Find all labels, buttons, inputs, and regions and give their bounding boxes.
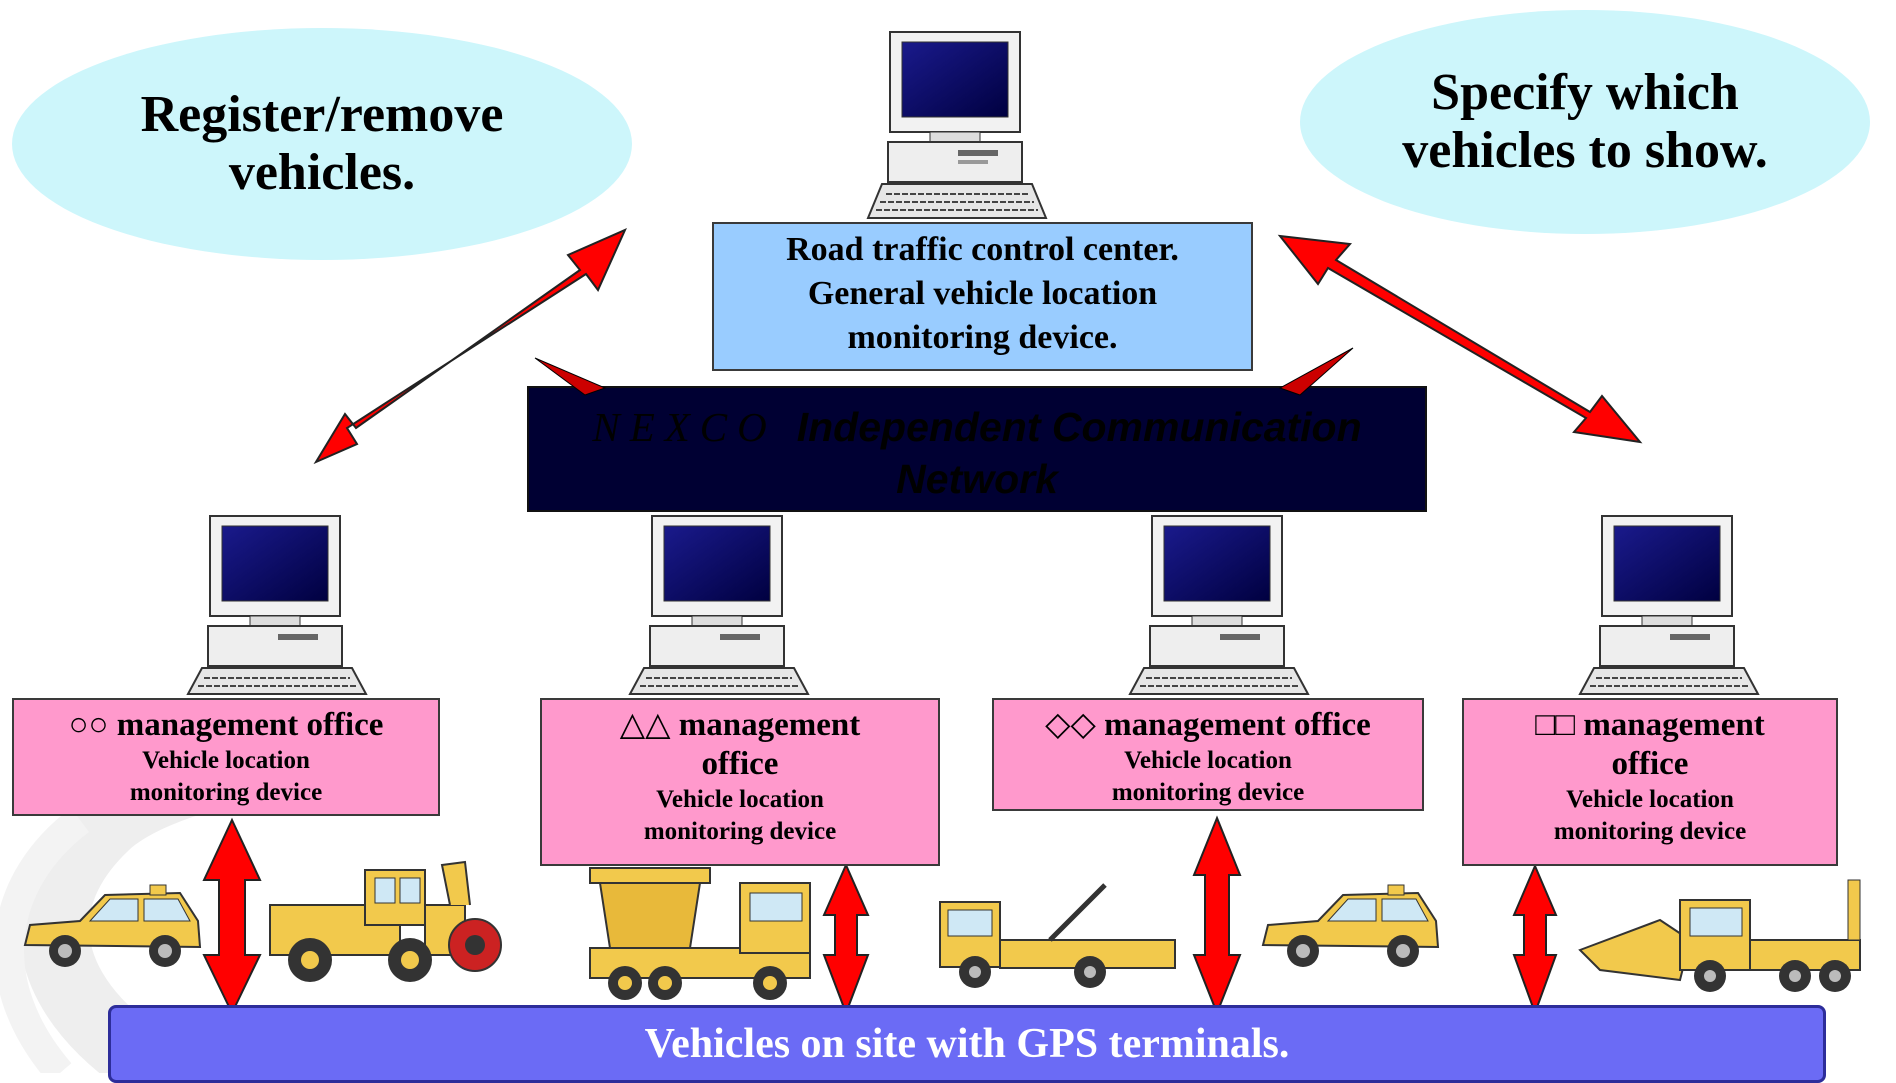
road-traffic-control-center-box: Road traffic control center. General veh… — [712, 222, 1253, 371]
center-line2: General vehicle location — [807, 275, 1158, 313]
gps-vehicles-bar: Vehicles on site with GPS terminals. — [108, 1005, 1826, 1083]
spreader-truck-icon — [589, 867, 811, 1000]
office-title: ◇◇ management office — [1045, 707, 1371, 743]
specify-vehicles-bubble: Specify which vehicles to show. — [1300, 10, 1870, 234]
tow-truck-icon — [939, 883, 1176, 988]
office-subtitle: Vehicle location monitoring device — [643, 785, 837, 846]
office-box-squares: □□ management office Vehicle location mo… — [1462, 698, 1838, 866]
computer-icon — [1578, 515, 1760, 695]
office4-vertical-arrow — [1512, 863, 1558, 1016]
nexco-network-bar: NEXCO Independent Communication Network — [527, 386, 1427, 512]
snow-blower-icon — [269, 860, 502, 982]
computer-icon — [1128, 515, 1310, 695]
office-subtitle: Vehicle location monitoring device — [129, 746, 323, 807]
network-prefix: NEXCO — [592, 404, 777, 450]
computer-icon — [866, 31, 1048, 219]
office3-vertical-arrow — [1192, 815, 1242, 1016]
car-icon — [1261, 884, 1440, 967]
office1-vertical-arrow — [202, 817, 262, 1016]
center-line1: Road traffic control center. — [786, 231, 1179, 268]
office-box-circles: ○○ management office Vehicle location mo… — [12, 698, 440, 816]
register-remove-bubble: Register/remove vehicles. — [12, 28, 632, 260]
network-line1: Independent Communication — [796, 404, 1362, 450]
office-subtitle: Vehicle location monitoring device — [1111, 746, 1305, 807]
register-remove-text: Register/remove vehicles. — [140, 85, 504, 201]
plow-truck-icon — [1578, 879, 1861, 992]
office-box-diamonds: ◇◇ management office Vehicle location mo… — [992, 698, 1424, 811]
computer-icon — [186, 515, 368, 695]
office-subtitle: Vehicle location monitoring device — [1553, 785, 1747, 846]
computer-icon — [628, 515, 810, 695]
car-icon — [23, 884, 202, 967]
office-title: △△ management office — [619, 707, 861, 782]
network-line2: Network — [896, 455, 1058, 502]
left-diagonal-arrow — [313, 228, 627, 465]
center-line3: monitoring device. — [847, 319, 1118, 357]
left-connector-triangle — [534, 357, 607, 396]
office-box-triangles: △△ management office Vehicle location mo… — [540, 698, 940, 866]
office-title: □□ management office — [1535, 707, 1765, 782]
office2-vertical-arrow — [822, 862, 870, 1016]
specify-vehicles-text: Specify which vehicles to show. — [1402, 63, 1768, 179]
right-diagonal-arrow — [1277, 234, 1643, 444]
office-title: ○○ management office — [68, 707, 384, 743]
right-connector-triangle — [1278, 347, 1354, 396]
gps-bar-label: Vehicles on site with GPS terminals. — [644, 1021, 1290, 1067]
